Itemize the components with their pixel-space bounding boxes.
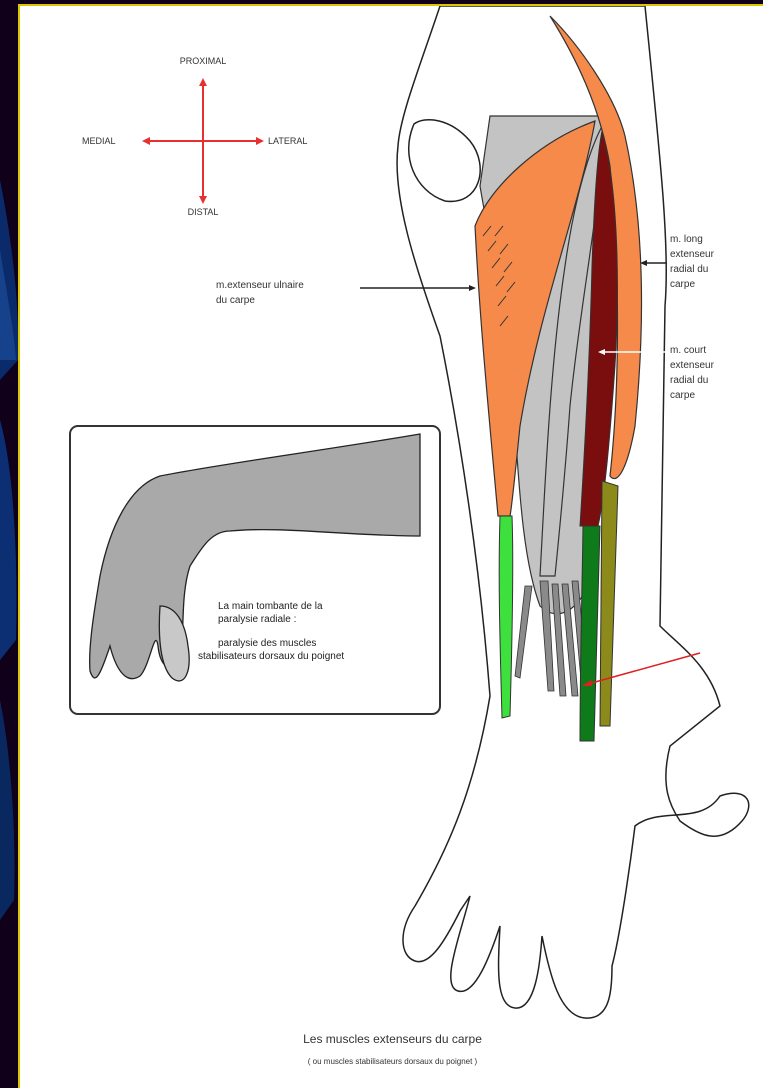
label-medial: MEDIAL [82, 134, 116, 149]
inset-line-2: paralysie radiale : [198, 613, 434, 626]
caption-title: Les muscles extenseurs du carpe [20, 1032, 763, 1046]
illustration-panel: PROXIMAL MEDIAL LATERAL DISTAL m.extense… [18, 4, 763, 1088]
label-long-radial-extensor: m. long extenseur radial du carpe [670, 232, 714, 292]
label-lateral: LATERAL [268, 134, 307, 149]
inset-line-3: paralysie des muscles [198, 637, 434, 650]
orientation-compass [142, 78, 264, 204]
ulnar-extensor-tendon [499, 516, 513, 718]
inset-line-4: stabilisateurs dorsaux du poignet [198, 650, 434, 663]
label-proximal: PROXIMAL [163, 54, 243, 69]
label-distal: DISTAL [163, 205, 243, 220]
label-ulnar-extensor: m.extenseur ulnaire du carpe [216, 278, 304, 308]
inset-description: La main tombante de la paralysie radiale… [198, 600, 434, 663]
caption-subtitle: ( ou muscles stabilisateurs dorsaux du p… [20, 1057, 763, 1066]
inset-line-1: La main tombante de la [198, 600, 434, 613]
label-short-radial-extensor: m. court extenseur radial du carpe [670, 343, 714, 403]
forearm-illustration [20, 6, 763, 1088]
